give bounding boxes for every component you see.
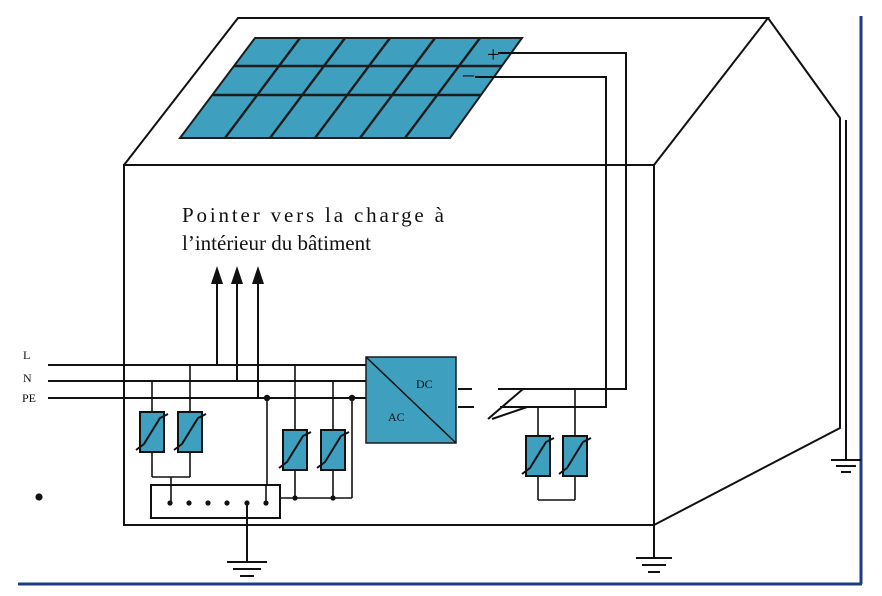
arrow-up-icon bbox=[252, 266, 264, 284]
arrow-up-icon bbox=[211, 266, 223, 284]
bullet-dot bbox=[35, 493, 43, 501]
house-side-wall bbox=[653, 17, 841, 526]
figure-frame bbox=[18, 16, 863, 586]
ac-varistor-2 bbox=[173, 411, 207, 453]
dc-varistor-1 bbox=[521, 435, 555, 477]
ac-varistor-4 bbox=[316, 429, 350, 471]
dc-plus-cable bbox=[498, 52, 627, 390]
panel-plus-terminal: + bbox=[487, 42, 499, 67]
solar-panel-grid bbox=[213, 37, 502, 139]
load-caption: Pointer vers la charge à l’intérieur du … bbox=[182, 203, 445, 255]
label-l: L bbox=[23, 348, 30, 362]
ground-symbol-building bbox=[831, 455, 861, 473]
inverter-ac-label: AC bbox=[388, 410, 405, 424]
switch-blade-lower bbox=[491, 406, 528, 420]
roof-front-face bbox=[123, 17, 771, 166]
dc-surge-protectors bbox=[537, 389, 576, 501]
dc-disconnect-switch bbox=[458, 388, 528, 420]
label-pe: PE bbox=[22, 391, 36, 405]
ground-symbol-bonding-bar bbox=[227, 561, 267, 577]
inverter: DC AC bbox=[365, 356, 457, 444]
panel-minus-terminal: – bbox=[462, 61, 475, 86]
ac-varistor-3 bbox=[278, 429, 312, 471]
house-outline bbox=[123, 17, 841, 526]
arrow-up-icon bbox=[231, 266, 243, 284]
inverter-dc-label: DC bbox=[416, 377, 433, 391]
switch-blade-upper bbox=[487, 388, 524, 420]
solar-panel-body bbox=[178, 37, 524, 139]
dc-cables bbox=[475, 52, 627, 408]
terminal-bar-body bbox=[150, 484, 281, 519]
caption-line-1: Pointer vers la charge à bbox=[182, 203, 445, 227]
ground-symbol-inverter bbox=[636, 525, 672, 573]
ac-varistor-1 bbox=[135, 411, 169, 453]
dc-minus-cable bbox=[475, 76, 607, 408]
earthing-terminal-bar bbox=[150, 477, 281, 562]
label-n: N bbox=[23, 371, 32, 385]
load-arrows bbox=[211, 266, 264, 398]
mains-lines: L N PE bbox=[22, 348, 366, 405]
dc-varistor-2 bbox=[558, 435, 592, 477]
house-front-wall bbox=[123, 164, 655, 526]
solar-panel: + – bbox=[178, 37, 524, 139]
caption-line-2: l’intérieur du bâtiment bbox=[182, 231, 371, 255]
ac-surge-protectors bbox=[151, 365, 353, 499]
